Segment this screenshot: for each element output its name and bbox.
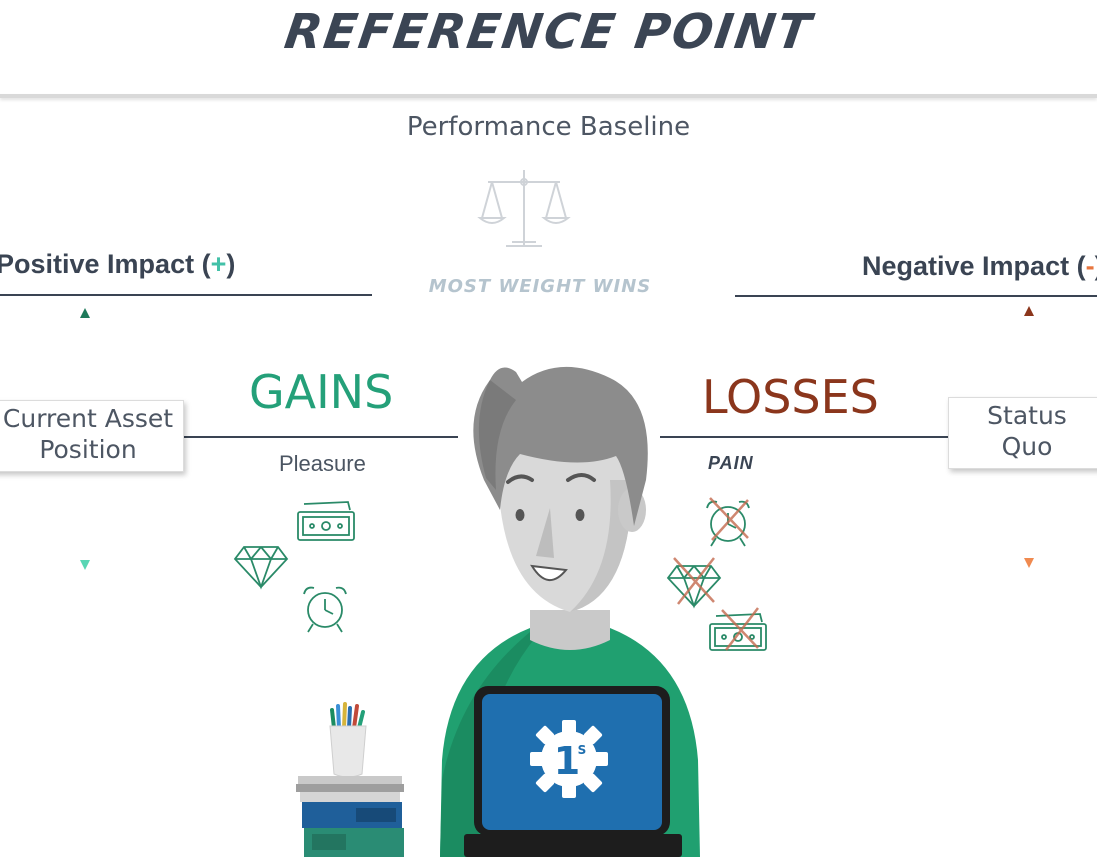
status-quo-line1: Status <box>987 401 1067 430</box>
gear-logo-icon: 1 S <box>530 720 608 798</box>
positive-divider <box>0 294 372 296</box>
diamond-icon <box>233 546 289 590</box>
status-quo-line2: Quo <box>1001 432 1053 461</box>
pain-label: PAIN <box>708 453 754 473</box>
alarm-clock-icon <box>303 586 347 633</box>
money-icon <box>297 501 355 541</box>
current-asset-box: Current Asset Position <box>0 400 184 472</box>
logo-number: 1 <box>554 739 580 783</box>
positive-impact-label: Positive Impact (+) <box>0 249 235 280</box>
gains-line <box>182 436 458 438</box>
title-divider <box>0 94 1097 98</box>
page-title: REFERENCE POINT <box>281 4 816 60</box>
negative-impact-label: Negative Impact (-) <box>862 251 1097 282</box>
weight-caption: MOST WEIGHT WINS <box>428 276 652 297</box>
negative-impact-text: Negative Impact ( <box>862 251 1086 281</box>
crossed-alarm-clock-icon <box>706 497 750 547</box>
baseline-label: Performance Baseline <box>406 112 691 142</box>
positive-impact-close: ) <box>226 249 236 279</box>
negative-impact-close: ) <box>1095 251 1097 281</box>
plus-sign: + <box>210 249 227 279</box>
status-quo-box: Status Quo <box>948 397 1097 469</box>
current-asset-line2: Position <box>39 435 137 464</box>
books-icon <box>296 776 404 857</box>
pencil-cup-icon <box>329 702 367 778</box>
losses-line <box>660 436 950 438</box>
crossed-diamond-icon <box>666 557 722 609</box>
minus-sign: - <box>1085 251 1095 281</box>
losses-heading: LOSSES <box>702 370 879 424</box>
crossed-money-icon <box>709 607 767 651</box>
logo-letter: S <box>578 743 587 757</box>
negative-divider <box>735 295 1097 297</box>
gains-heading: GAINS <box>249 365 394 419</box>
scale-icon <box>477 170 571 247</box>
positive-impact-text: Positive Impact ( <box>0 249 211 279</box>
current-asset-line1: Current Asset <box>2 404 174 433</box>
pleasure-label: Pleasure <box>279 451 366 476</box>
